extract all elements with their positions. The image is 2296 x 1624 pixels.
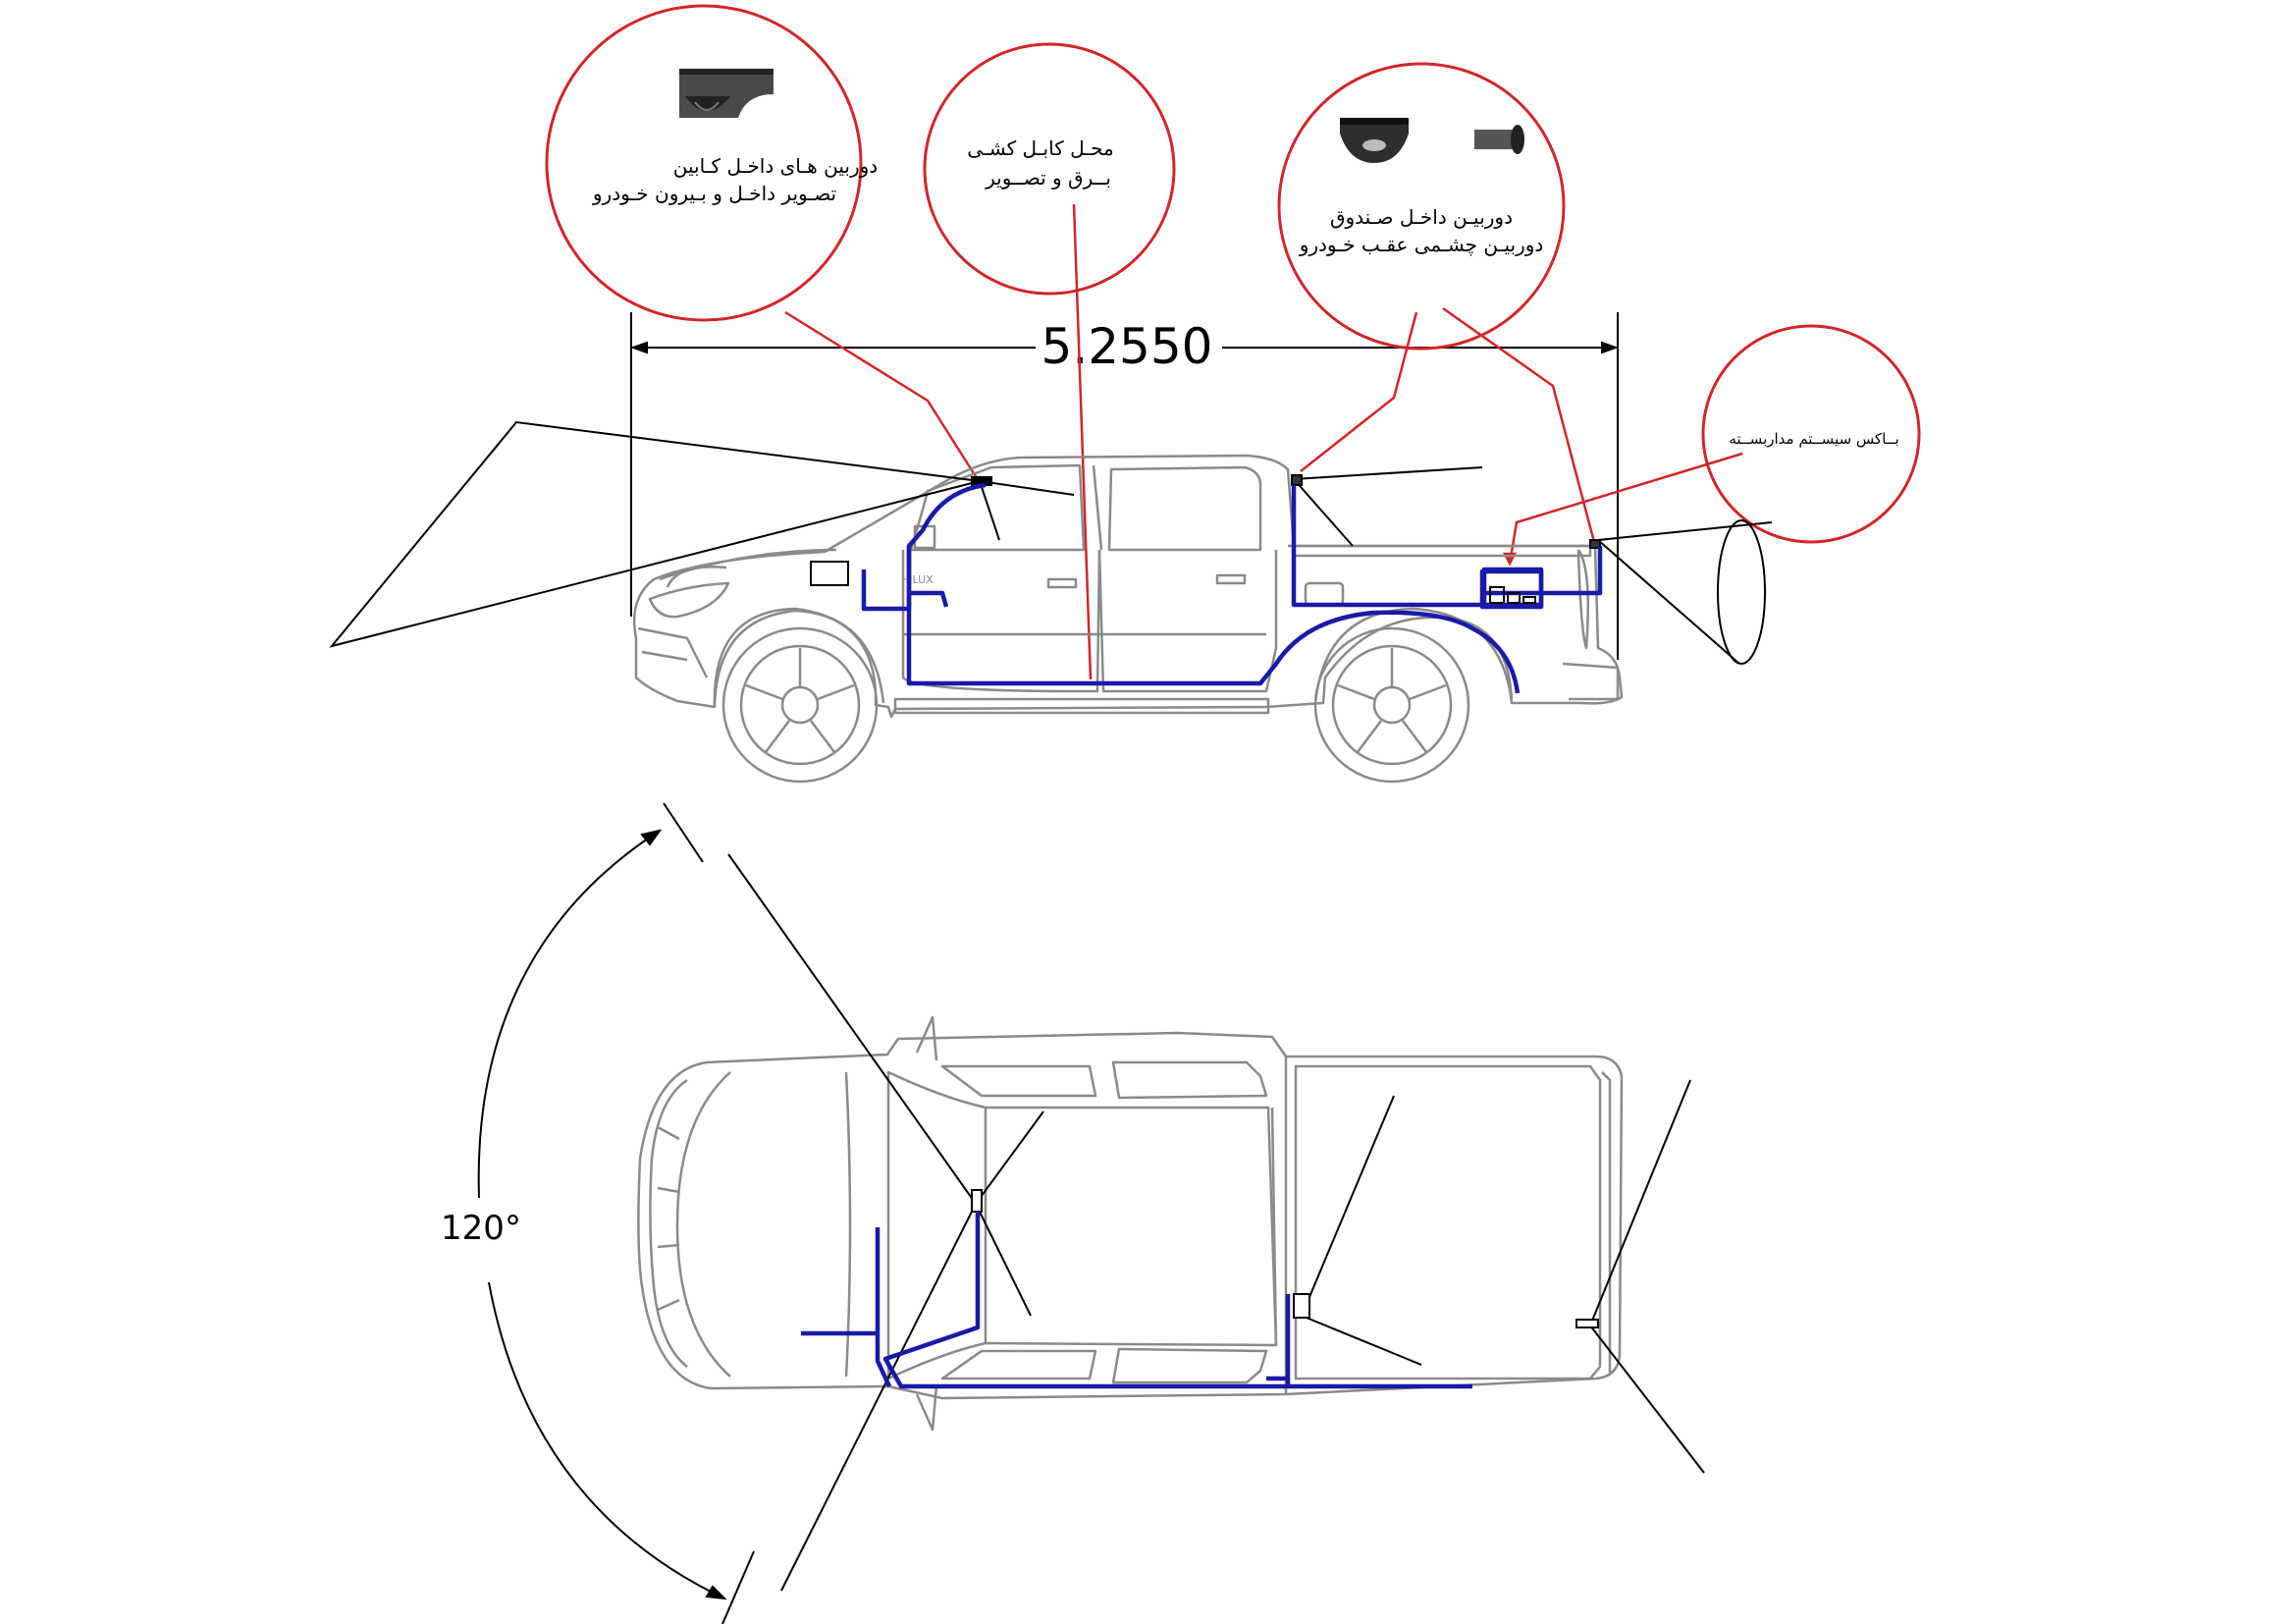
callout-circle-box [1701, 324, 1921, 544]
callout-circle-cabling [923, 42, 1176, 296]
callout-text-cabling-line2: بــرق و تصــویر [985, 166, 1111, 189]
dome-camera-icon [679, 69, 774, 118]
dimension-line [630, 312, 1619, 660]
wiring-box-icon [810, 561, 1536, 604]
battery-icon [810, 561, 849, 586]
callout-text-rear-line2: دوربیـن چشـمی عقـب خـودرو [1299, 233, 1544, 256]
top-camera-markers [971, 1189, 1599, 1328]
top-view-sightlines [727, 853, 1705, 1592]
dimension-label: 5.2550 [1041, 318, 1213, 375]
truck-side-view: HILUX [632, 454, 1624, 784]
rear-camera-icon [1589, 539, 1601, 549]
bed-camera-icon [1291, 474, 1303, 486]
bullet-camera-icon [1474, 125, 1524, 154]
callout-text-rear-line1: دوربیـن داخـل صـندوق [1330, 205, 1513, 229]
top-bed-camera-icon [1293, 1293, 1310, 1319]
angle-label: 120° [441, 1209, 521, 1248]
wedge-camera-icon [1340, 118, 1409, 163]
top-rear-camera-icon [1575, 1319, 1599, 1328]
callout-circle-cabin-cameras [545, 4, 863, 322]
top-cabin-camera-icon [971, 1189, 983, 1213]
callout-text-cabin-line2: تصـویر داخـل و بـیرون خـودرو [592, 182, 836, 205]
side-view-wiring [861, 482, 1603, 694]
callout-text-box: بــاکس سیســتم مداربســته [1729, 430, 1898, 448]
callout-circle-rear-cameras [1277, 62, 1566, 351]
angle-arc [477, 802, 755, 1624]
callout-text-cabin-line1: دوربین هـای داخـل کـابین [673, 154, 878, 178]
callout-leaders [784, 203, 1743, 680]
side-camera-markers [971, 474, 1601, 549]
top-view-wiring [801, 1212, 1472, 1389]
callout-text-cabling-line1: محـل کابـل کشـی [967, 136, 1113, 160]
truck-top-view [637, 1015, 1624, 1432]
svg-text:HILUX: HILUX [901, 573, 934, 586]
side-view-sightlines [329, 420, 1773, 665]
callout-circles [545, 4, 1921, 544]
